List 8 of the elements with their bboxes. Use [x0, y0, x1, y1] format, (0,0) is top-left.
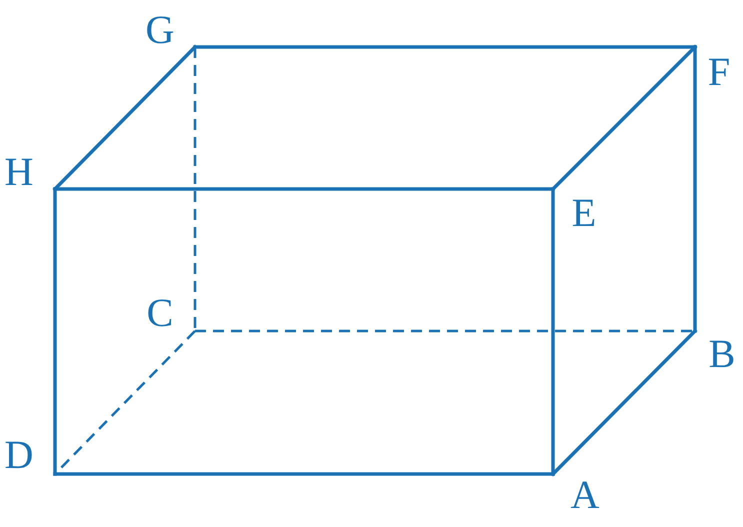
vertex-label: A [570, 475, 600, 515]
vertex-label: F [708, 52, 730, 92]
vertex-label: H [4, 152, 34, 192]
vertex-label: E [572, 193, 596, 233]
vertex-label: D [4, 435, 34, 475]
vertex-label: G [146, 10, 174, 50]
vertex-label: C [146, 293, 174, 333]
vertex-label: B [708, 334, 736, 374]
